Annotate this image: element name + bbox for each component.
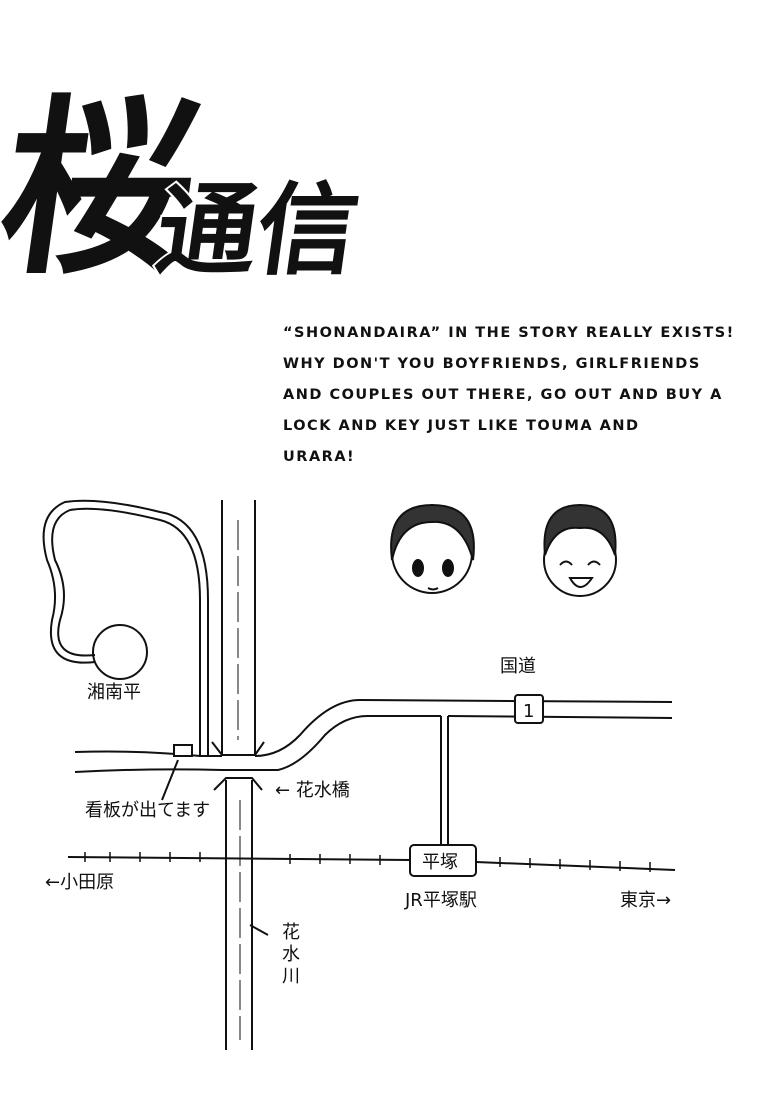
note-line: Urara!	[283, 449, 356, 465]
sign-label: 看板が出てます	[85, 800, 210, 821]
note-line: Why don't you boyfriends, girlfriends	[283, 356, 701, 372]
boy-face-icon	[543, 503, 617, 597]
title-logo: 桜 通信	[0, 75, 360, 300]
station-box-label: 平塚	[422, 852, 458, 873]
bridge-label: ← 花水橋	[275, 780, 350, 801]
railway-ties	[84, 852, 651, 872]
title-chars-tsushin: 通信	[149, 171, 360, 288]
station-label: JR平塚駅	[404, 890, 477, 911]
mountain-road	[51, 507, 201, 755]
river-label-2: 水	[282, 944, 300, 965]
road-south-edge	[74, 714, 673, 773]
station-box	[409, 844, 477, 877]
note-line: and couples out there, go out and buy a	[283, 387, 723, 403]
route-1-sign	[514, 694, 544, 724]
sign-arrow	[161, 759, 179, 801]
river	[211, 500, 265, 1050]
route-label: 国道	[500, 656, 536, 677]
girl-face-icon	[390, 503, 475, 594]
river-label-1: 花	[282, 922, 300, 943]
railway	[67, 856, 676, 871]
river-label-3: 川	[282, 966, 300, 987]
station-road	[440, 716, 449, 848]
shonandaira-hill	[92, 624, 148, 680]
note-line: lock and key just like Touma and	[283, 418, 640, 434]
river-arrow	[249, 924, 269, 936]
tokyo-label: 東京→	[620, 890, 671, 911]
signboard-icon	[173, 744, 193, 757]
route-number: 1	[523, 701, 534, 722]
odawara-label: ←小田原	[45, 872, 114, 893]
mountain-road-edge	[42, 499, 209, 755]
title-char-sakura: 桜	[0, 78, 209, 300]
shonandaira-label: 湘南平	[87, 682, 141, 703]
note-line: “Shonandaira” in the story really exists…	[283, 325, 735, 341]
road-north-edge	[74, 698, 673, 757]
note-text: “Shonandaira” in the story really exists…	[283, 318, 743, 473]
